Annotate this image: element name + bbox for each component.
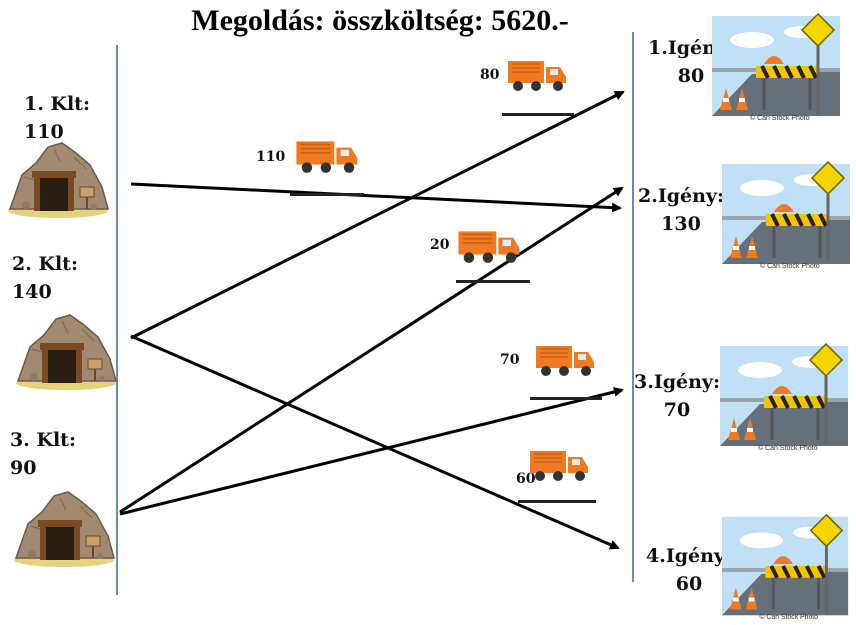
source-3-label: 3. Klt: 90 [10,426,76,482]
truck-base [502,113,574,116]
arrow-s3-d3 [119,387,624,516]
source-2-label: 2. Klt: 140 [12,250,78,306]
roadwork-icon: © Can Stock Photo [722,160,850,270]
truck-base [290,193,364,196]
shipment-quantity: 110 [256,149,286,165]
roadwork-icon: © Can Stock Photo [722,513,849,621]
left-divider [116,45,118,595]
destination-4-name: 4.Igény: [646,545,732,567]
source-3-value: 90 [10,457,37,479]
shipment-quantity: 20 [430,237,450,253]
source-2-name: 2. Klt: [12,253,78,275]
destination-2-name: 2.Igény: [638,185,724,207]
truck-base [518,500,596,503]
arrow-s2-d4 [130,334,620,550]
destination-3-name: 3.Igény: [634,371,720,393]
dump-truck-icon [296,141,358,173]
destination-3-label: 3.Igény: 70 [634,368,720,424]
source-1-value: 110 [24,121,64,143]
arrow-s3-d2 [119,186,624,514]
credit-text: © Can Stock Photo [758,444,818,452]
right-divider [632,32,634,582]
mine-icon [16,314,117,390]
source-1-label: 1. Klt: 110 [24,90,90,146]
destination-1-value: 80 [677,65,705,87]
source-2-value: 140 [12,281,52,303]
destination-4-label: 4.Igény: 60 [646,542,732,598]
mine-icon [14,491,115,567]
dump-truck-icon [530,451,588,481]
shipment-quantity: 80 [480,67,500,83]
credit-text: © Can Stock Photo [759,613,818,621]
source-1-name: 1. Klt: [24,93,90,115]
page-title: Megoldás: összköltség: 5620.- [191,4,569,37]
truck-base [530,397,602,400]
truck-base [456,280,530,283]
destination-4-value: 60 [675,573,703,595]
arrow-s2-d1 [130,90,625,340]
destination-3-value: 70 [663,399,691,421]
arrow-s1-d2 [130,182,622,213]
dump-truck-icon [458,231,520,263]
mine-icon [8,142,109,218]
credit-text: © Can Stock Photo [750,114,810,122]
dump-truck-icon [508,61,566,91]
destination-2-value: 130 [661,213,701,235]
destination-2-label: 2.Igény: 130 [638,182,724,238]
shipment-quantity: 60 [516,471,536,487]
credit-text: © Can Stock Photo [760,262,820,270]
shipment-quantity: 70 [500,352,520,368]
source-3-name: 3. Klt: [10,429,76,451]
roadwork-icon: © Can Stock Photo [712,12,840,122]
dump-truck-icon [536,346,594,376]
roadwork-icon: © Can Stock Photo [720,342,848,452]
